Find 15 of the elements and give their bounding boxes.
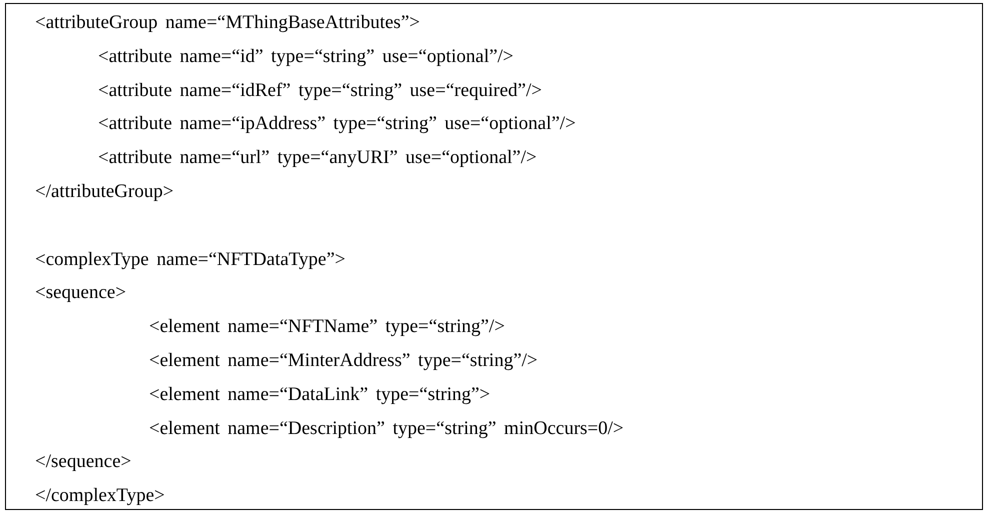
code-line: <sequence> [35, 281, 126, 306]
code-line: <attribute name=“url” type=“anyURI” use=“optional”/> [98, 146, 537, 170]
code-line: <element name=“MinterAddress” type=“string”/> [149, 349, 538, 373]
code-line: </attributeGroup> [35, 180, 174, 204]
code-line: <element name=“NFTName” type=“string”/> [149, 315, 505, 340]
code-line: </complexType> [35, 484, 165, 508]
code-line: <element name=“Description” type=“string” minOccurs=0/> [149, 416, 624, 441]
code-line: <element name=“DataLink” type=“string”> [149, 382, 490, 407]
code-line: <attribute name=“ipAddress” type=“string” use=“optional”/> [98, 112, 576, 136]
code-line: </sequence> [35, 450, 132, 474]
code-line: <attribute name=“idRef” type=“string” use=“required”/> [98, 78, 542, 103]
code-line: <attribute name=“id” type=“string” use=“optional”/> [98, 44, 514, 69]
code-line: <complexType name=“NFTDataType”> [35, 248, 346, 272]
code-line: <attributeGroup name=“MThingBaseAttributes”> [35, 11, 420, 35]
code-listing-box [5, 3, 983, 510]
